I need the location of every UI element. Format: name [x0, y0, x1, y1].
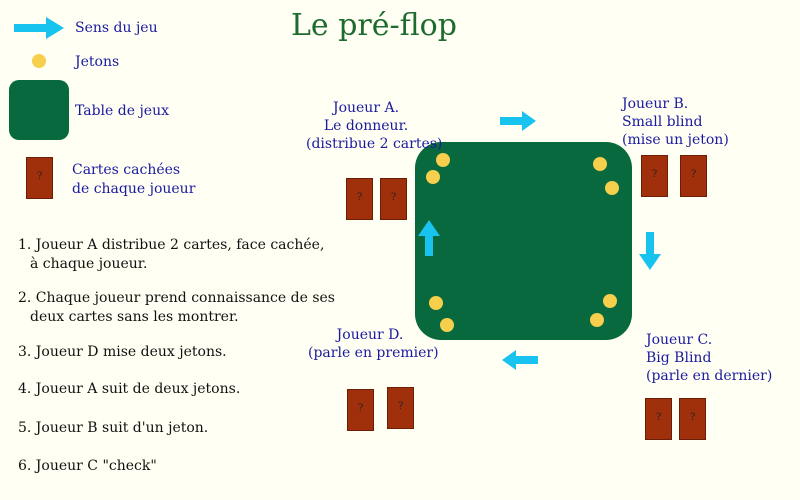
legend-chips: Jetons — [75, 54, 120, 70]
chip-icon — [436, 153, 450, 167]
player-c-card: ? — [645, 398, 672, 440]
player-c-label: Joueur C. Big Blind (parle en dernier) — [646, 331, 776, 385]
player-c-card: ? — [679, 398, 706, 440]
arrow-down-icon — [639, 232, 661, 270]
page-title: Le pré-flop — [291, 8, 457, 43]
arrow-left-icon — [502, 350, 538, 370]
step-item: 6. Joueur C "check" — [18, 458, 157, 474]
player-d-note: (parle en premier) — [308, 345, 439, 361]
player-b-card: ? — [680, 155, 707, 197]
player-d-label: Joueur D. (parle en premier) — [308, 326, 439, 362]
player-a-role: Le donneur. — [323, 118, 409, 134]
player-a-note: (distribue 2 cartes) — [306, 136, 443, 152]
poker-table — [415, 142, 632, 340]
chip-icon — [440, 318, 454, 332]
player-b-label: Joueur B. Small blind (mise un jeton) — [622, 95, 732, 149]
player-d-card: ? — [387, 387, 414, 429]
player-b-name: Joueur B. — [622, 96, 689, 112]
player-a-name: Joueur A. — [332, 100, 400, 116]
step-item: à chaque joueur. — [30, 256, 148, 272]
player-a-card: ? — [346, 178, 373, 220]
player-b-role: Small blind — [622, 114, 703, 130]
legend-direction: Sens du jeu — [75, 20, 158, 36]
step-item: 2. Chaque joueur prend connaissance de s… — [18, 290, 335, 306]
player-a-card: ? — [380, 178, 407, 220]
step-item: deux cartes sans les montrer. — [30, 309, 239, 325]
legend-cards-line2: de chaque joueur — [72, 181, 196, 197]
chip-icon — [603, 294, 617, 308]
step-item: 4. Joueur A suit de deux jetons. — [18, 381, 241, 397]
chip-icon — [605, 181, 619, 195]
table-legend-icon — [9, 80, 69, 140]
player-c-name: Joueur C. — [646, 332, 713, 348]
chip-icon — [590, 313, 604, 327]
step-item: 5. Joueur B suit d'un jeton. — [18, 420, 209, 436]
player-c-role: Big Blind — [646, 350, 712, 366]
player-a-label: Joueur A. Le donneur. (distribue 2 carte… — [306, 99, 443, 153]
step-item: 3. Joueur D mise deux jetons. — [18, 344, 227, 360]
chip-icon — [426, 170, 440, 184]
chip-icon — [429, 296, 443, 310]
step-item: 1. Joueur A distribue 2 cartes, face cac… — [18, 237, 325, 253]
player-c-note: (parle en dernier) — [646, 368, 773, 384]
chip-icon — [593, 157, 607, 171]
steps-list: 1. Joueur A distribue 2 cartes, face cac… — [18, 0, 335, 500]
player-b-card: ? — [641, 155, 668, 197]
player-d-card: ? — [347, 389, 374, 431]
arrow-right-icon — [500, 111, 536, 131]
arrow-right-icon — [14, 17, 64, 39]
legend-cards-line1: Cartes cachées — [72, 162, 181, 178]
card-legend-icon: ? — [26, 157, 53, 199]
player-d-name: Joueur D. — [336, 327, 404, 343]
arrow-up-icon — [418, 220, 440, 256]
legend-table: Table de jeux — [75, 103, 170, 119]
player-b-note: (mise un jeton) — [622, 132, 729, 148]
chip-icon — [32, 54, 46, 68]
